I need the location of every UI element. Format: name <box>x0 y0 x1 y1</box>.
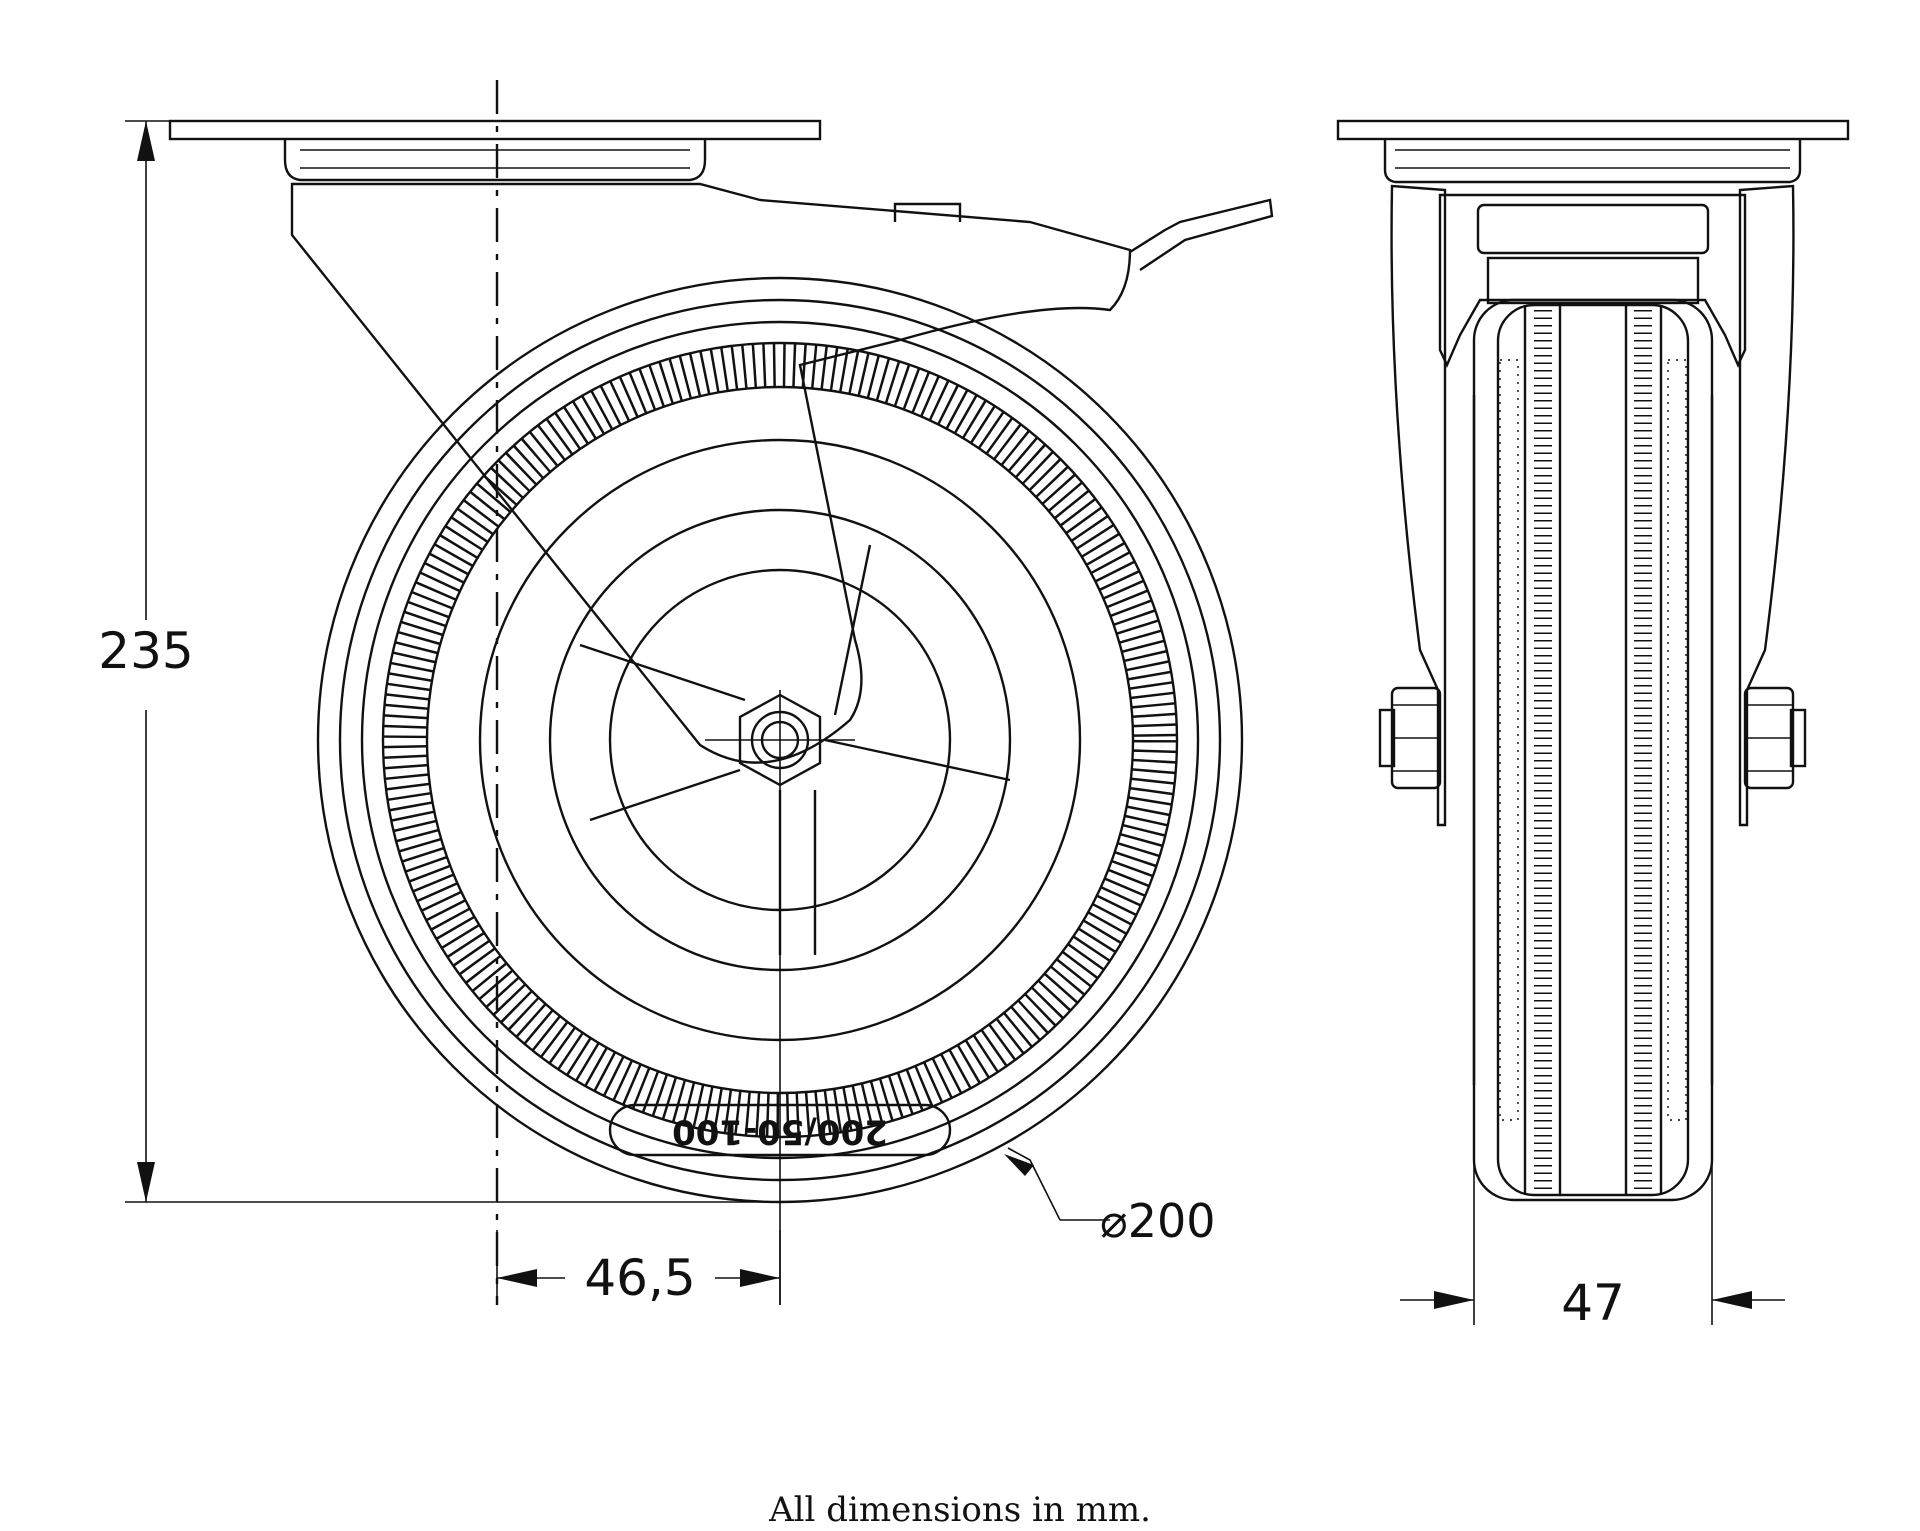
tread-hatch <box>383 343 1177 1137</box>
side-view: 200/50-100 <box>168 80 1274 1305</box>
diameter-label: ⌀200 <box>1100 1194 1216 1248</box>
dimensions-note: All dimensions in mm. <box>769 1490 1151 1530</box>
dimension-diameter: ⌀200 <box>1004 1147 1216 1248</box>
dimension-height: 235 <box>98 120 780 1203</box>
front-wheel <box>1472 298 1714 1202</box>
front-brake-housing <box>1438 193 1747 368</box>
front-tread-hatch <box>1499 359 1519 1121</box>
dimension-width: 47 <box>1400 1085 1785 1332</box>
front-view <box>1336 119 1850 1202</box>
brake-lever <box>1129 198 1274 271</box>
overall-height-label: 235 <box>98 622 193 680</box>
front-fork <box>1390 184 1447 827</box>
width-label: 47 <box>1561 1274 1625 1332</box>
dimension-offset: 46,5 <box>496 1230 781 1307</box>
front-mounting-plate <box>1336 119 1850 141</box>
mounting-plate <box>168 119 822 141</box>
swivel-bearing <box>283 139 707 182</box>
brake-clip <box>893 202 962 222</box>
offset-label: 46,5 <box>584 1249 695 1307</box>
fork-bracket <box>290 182 1132 764</box>
